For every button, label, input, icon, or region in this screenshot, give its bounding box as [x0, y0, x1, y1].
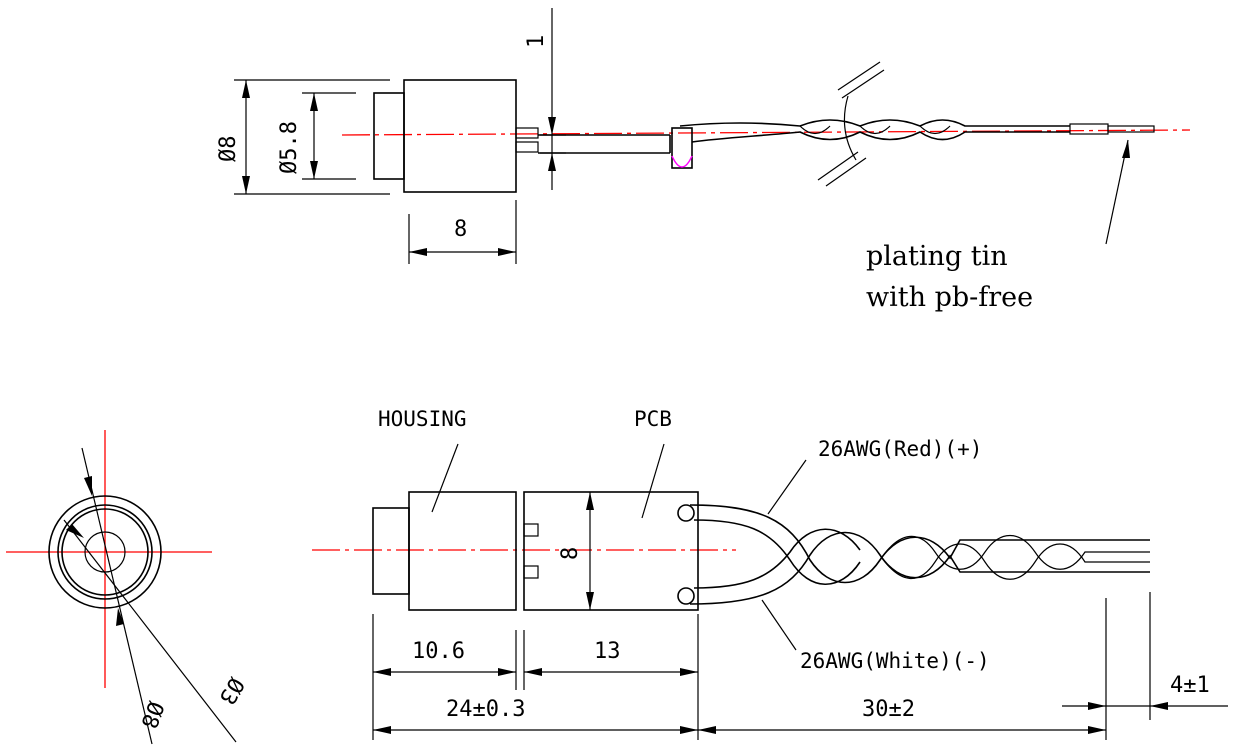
top-break-upper — [837, 61, 885, 99]
bottom-dim-13-arrow-left — [524, 668, 542, 676]
bottom-pin-upper — [523, 523, 539, 537]
bottom-dim-24-arrow-right — [680, 726, 698, 734]
bottom-front-lip — [372, 507, 410, 595]
bottom-wire-white-inner — [693, 528, 861, 589]
bottom-dim-30-label: 30±2 — [862, 697, 915, 722]
top-dim-8-arrow-left — [409, 248, 427, 256]
top-wire-end-tin — [1107, 125, 1155, 133]
bottom-red-leader — [767, 459, 807, 515]
end-ring-outer — [57, 504, 153, 600]
top-dim-o8-arrow-top — [242, 80, 250, 98]
bottom-dim-24-arrow-left — [373, 726, 391, 734]
bottom-label-pcb: PCB — [634, 407, 672, 431]
end-dim-o3-arrow — [66, 524, 84, 538]
bottom-label-red-wire: 26AWG(Red)(+) — [818, 437, 982, 461]
end-dim-o8-label: Ø8 — [135, 698, 168, 731]
top-view: plating tin with pb-free Ø8 Ø5.8 8 1 — [216, 8, 1191, 313]
bottom-dim-4-arrow-right — [1150, 702, 1168, 710]
top-centerline — [341, 129, 1191, 136]
bottom-dim-4-arrow-left — [1088, 702, 1106, 710]
top-dim-8-label: 8 — [454, 217, 467, 242]
top-solder-tab — [671, 127, 693, 169]
top-note-line2: with pb-free — [866, 282, 1033, 313]
top-pin-lower — [515, 141, 539, 153]
bottom-dim-13-label: 13 — [594, 639, 621, 664]
top-wire-lower — [691, 131, 1070, 143]
bottom-white-leader — [761, 599, 797, 651]
top-dim-8-arrow-right — [498, 248, 516, 256]
top-wire-twist — [799, 125, 951, 135]
bottom-pad-white — [677, 587, 695, 605]
top-dim-o8-label: Ø8 — [216, 136, 241, 163]
end-dim-o3-label: Ø3 — [214, 673, 249, 708]
bottom-housing-leader — [431, 443, 459, 513]
top-solder-mark — [671, 155, 693, 168]
top-dim-1-arrow-bottom — [548, 153, 556, 171]
bottom-dim-8-arrow-bottom — [586, 592, 594, 610]
bottom-dim-30-arrow-right — [1088, 726, 1106, 734]
bottom-wire-twist-b — [879, 543, 1150, 580]
bottom-dim-8-arrow-top — [586, 492, 594, 510]
top-wire-end-sleeve — [1069, 123, 1109, 135]
end-dim-o8-leader — [81, 447, 153, 745]
bottom-wire-red-outer — [689, 504, 1150, 584]
end-dim-o3-leader — [63, 519, 237, 743]
bottom-pcb — [523, 491, 699, 611]
bottom-label-white-wire: 26AWG(White)(-) — [800, 649, 990, 673]
bottom-view: HOUSING PCB 26AWG(Red)(+) 26AWG(White)(-… — [312, 407, 1228, 740]
top-front-lip — [373, 92, 405, 180]
top-dim-o58-arrow-bottom — [310, 161, 318, 179]
bottom-pcb-leader — [641, 443, 665, 519]
top-dim-1-arrow-top — [548, 117, 556, 135]
top-housing-body — [403, 79, 517, 193]
top-wire-upper — [679, 119, 1070, 127]
end-ring-inner — [61, 508, 149, 596]
bottom-housing — [408, 491, 517, 611]
bottom-dim-24-label: 24±0.3 — [446, 697, 525, 722]
end-dim-o8-arrow-bottom — [116, 608, 124, 626]
bottom-wire-red-inner — [693, 519, 861, 585]
bottom-dim-4-label: 4±1 — [1170, 673, 1210, 698]
top-pin-upper — [515, 127, 539, 139]
bottom-wire-white-outer — [689, 531, 1150, 605]
top-dim-o58-arrow-top — [310, 93, 318, 111]
bottom-pad-red — [677, 504, 695, 522]
top-dim-o8-arrow-bottom — [242, 176, 250, 194]
bottom-dim-13-arrow-right — [680, 668, 698, 676]
bottom-label-housing: HOUSING — [378, 407, 467, 431]
bottom-dim-106-label: 10.6 — [412, 639, 465, 664]
top-dim-1-label: 1 — [524, 35, 549, 48]
bottom-dim-106-arrow-left — [373, 668, 391, 676]
bottom-pin-lower — [523, 565, 539, 579]
end-view: Ø8 Ø3 — [6, 430, 249, 745]
bottom-dim-106-arrow-right — [498, 668, 516, 676]
end-outer-circle — [48, 495, 162, 609]
top-note-leader-arrow — [1122, 140, 1130, 158]
top-break-curve — [843, 95, 857, 161]
top-dim-o58-label: Ø5.8 — [277, 121, 302, 174]
end-dim-o8-arrow-top — [84, 476, 92, 496]
top-note-line1: plating tin — [866, 241, 1008, 272]
bottom-dim-30-arrow-left — [698, 726, 716, 734]
bottom-wire-twist-a — [879, 535, 1150, 570]
top-break-lower — [817, 151, 867, 187]
bottom-dim-8-label: 8 — [558, 547, 583, 560]
